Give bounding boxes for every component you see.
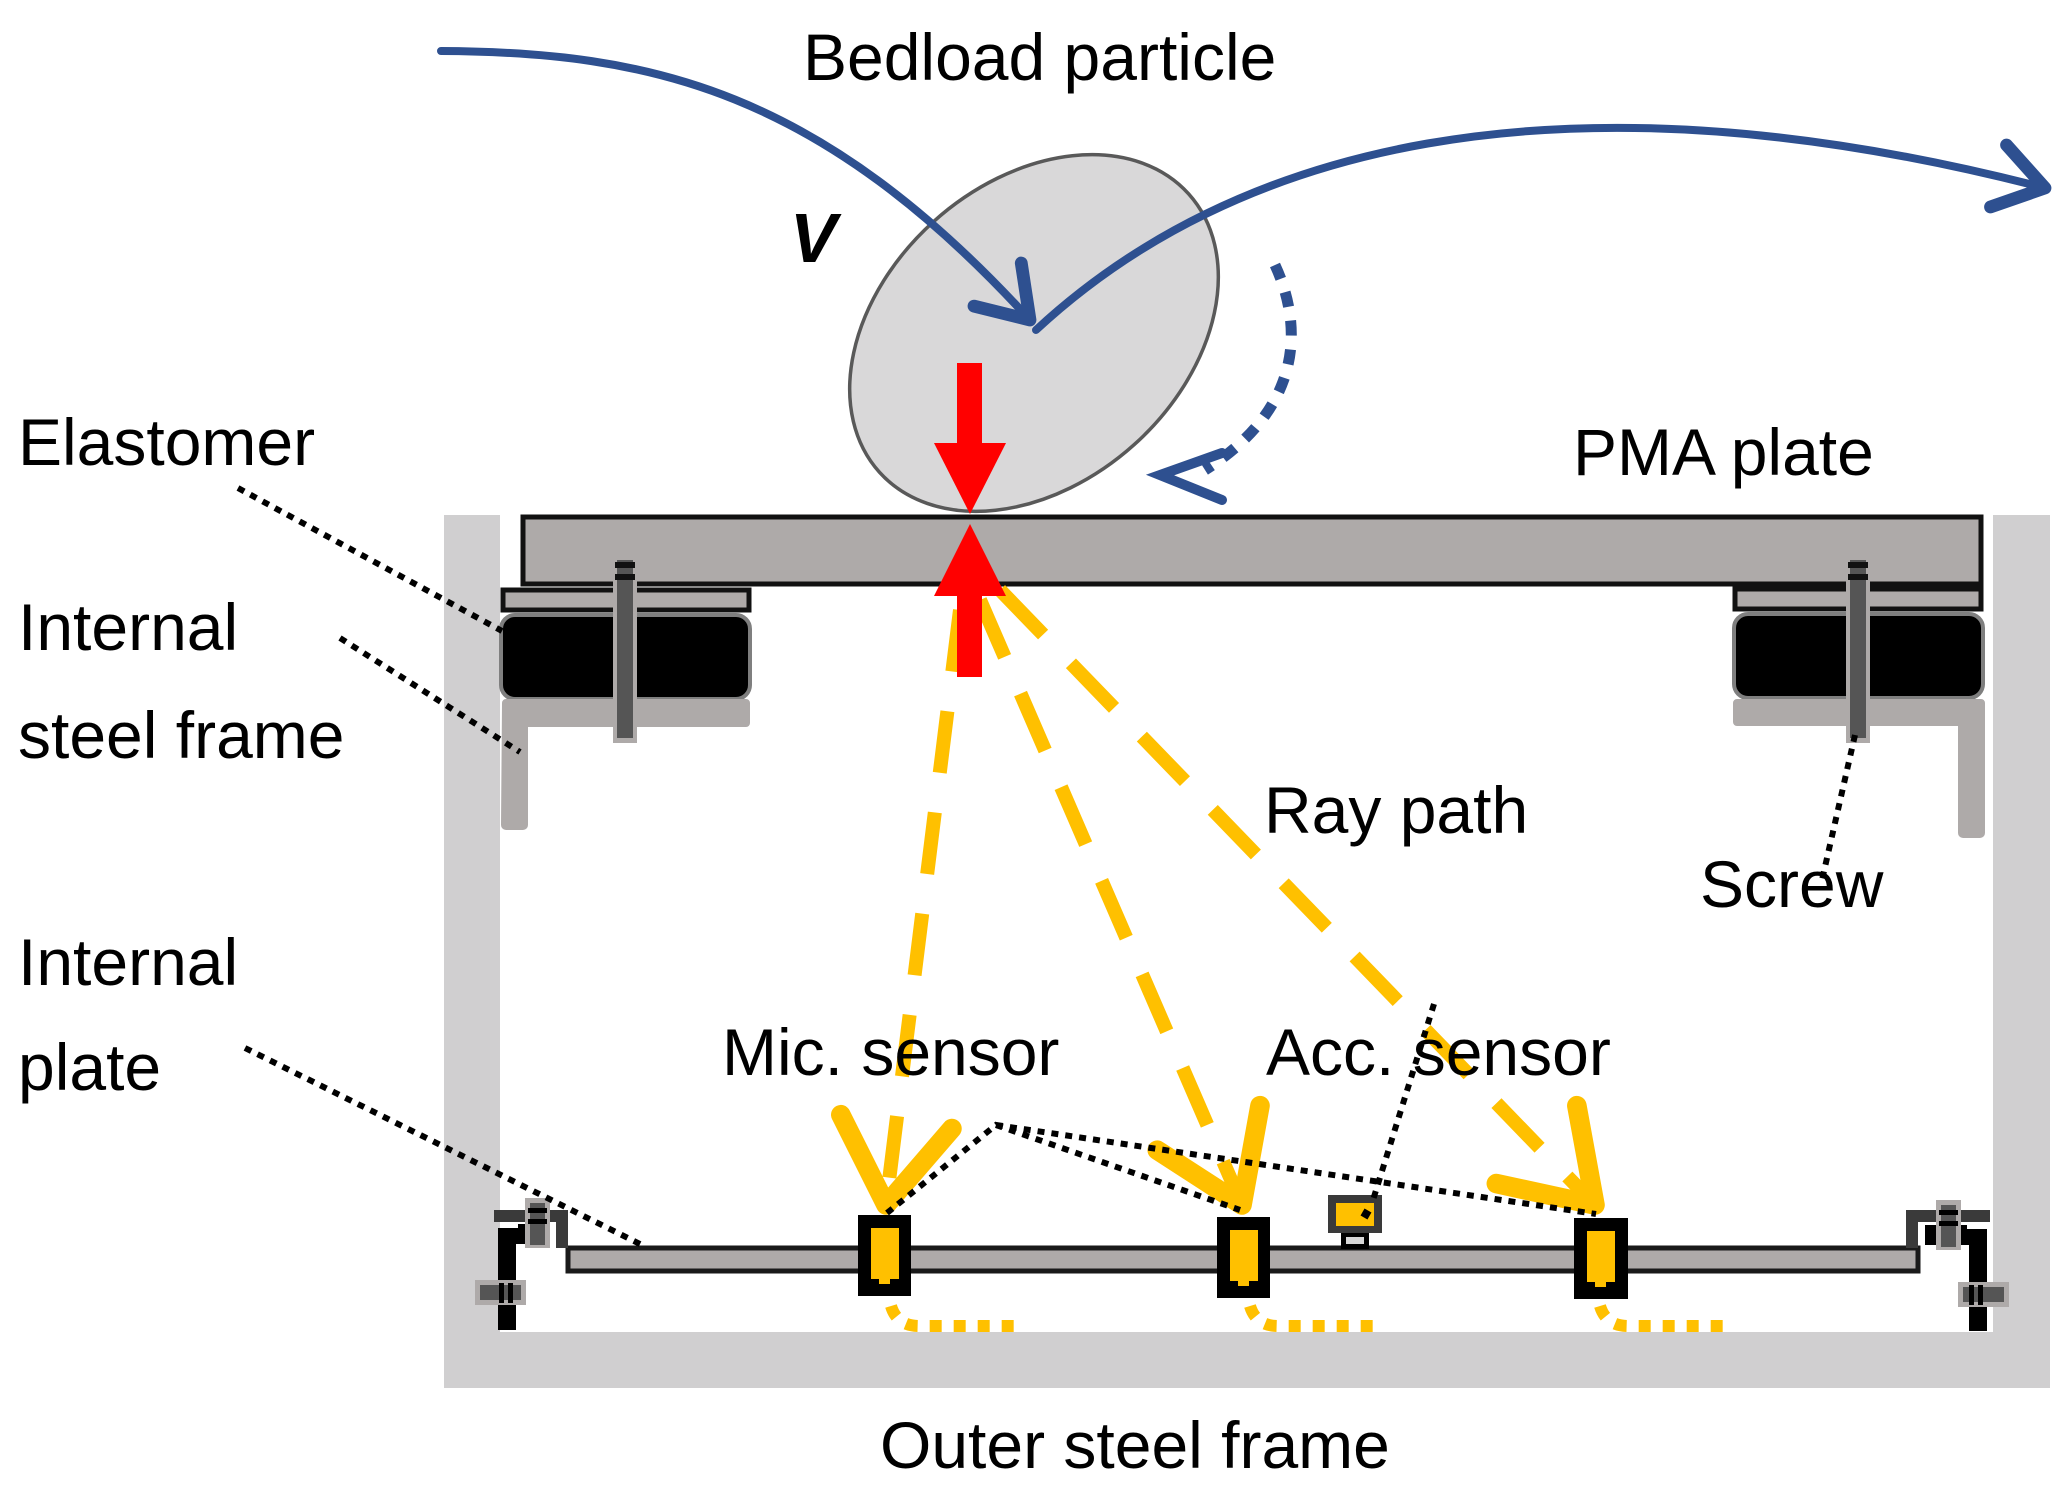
outer-frame-left-wall xyxy=(444,515,500,1388)
label-velocity: V xyxy=(790,199,842,277)
label-outer-steel-frame: Outer steel frame xyxy=(880,1408,1390,1482)
label-internal-plate-2: plate xyxy=(18,1030,161,1104)
right-mount xyxy=(1732,560,1985,838)
leader-lines xyxy=(236,485,1858,1248)
label-elastomer: Elastomer xyxy=(18,405,315,479)
label-internal-steel-frame-2: steel frame xyxy=(18,698,344,772)
outer-frame-bottom xyxy=(444,1332,2050,1388)
right-internal-steel-frame xyxy=(1733,699,1985,838)
mic-sensor-leader-2 xyxy=(995,1122,1597,1217)
outer-frame-right-wall xyxy=(1993,515,2050,1388)
acc-sensor-leader xyxy=(1370,1003,1437,1201)
left-screw xyxy=(613,560,637,743)
mic-sensor-3 xyxy=(1574,1218,1628,1299)
label-internal-plate-1: Internal xyxy=(18,925,238,999)
acc-sensor xyxy=(1328,1195,1382,1249)
label-internal-steel-frame-1: Internal xyxy=(18,590,238,664)
mic-sensor-2-cable xyxy=(1244,1303,1373,1332)
label-screw: Screw xyxy=(1700,847,1884,921)
left-mount xyxy=(499,560,752,830)
label-bedload-particle: Bedload particle xyxy=(803,20,1276,94)
ray-paths xyxy=(830,585,1605,1215)
mic-sensor-1 xyxy=(858,1215,911,1296)
internal-plate-leader xyxy=(243,1045,644,1248)
screw-leader xyxy=(1819,734,1858,881)
right-screw xyxy=(1846,560,1870,743)
label-acc-sensor: Acc. sensor xyxy=(1266,1015,1611,1089)
mic-sensor-leader-1 xyxy=(885,1121,1241,1216)
mic-sensor-3-cable xyxy=(1594,1303,1723,1332)
outgoing-trajectory xyxy=(1032,123,2052,334)
ray-path-1 xyxy=(830,609,967,1215)
mic-sensor-1-cable xyxy=(885,1303,1014,1332)
impact-force-arrows xyxy=(934,363,1006,677)
outer-steel-frame xyxy=(444,515,2050,1388)
rotation-arrowhead xyxy=(1145,448,1227,505)
right-clamp xyxy=(1906,1200,2009,1331)
incoming-trajectory xyxy=(437,47,1037,327)
mic-sensor-2 xyxy=(1217,1217,1270,1298)
label-ray-path: Ray path xyxy=(1264,773,1528,847)
pma-plate xyxy=(520,514,1984,587)
left-clamp xyxy=(475,1198,568,1330)
label-pma-plate: PMA plate xyxy=(1573,415,1874,489)
ray-path-2 xyxy=(973,597,1270,1215)
ray-path-3 xyxy=(994,585,1605,1215)
label-mic-sensor: Mic. sensor xyxy=(722,1015,1059,1089)
